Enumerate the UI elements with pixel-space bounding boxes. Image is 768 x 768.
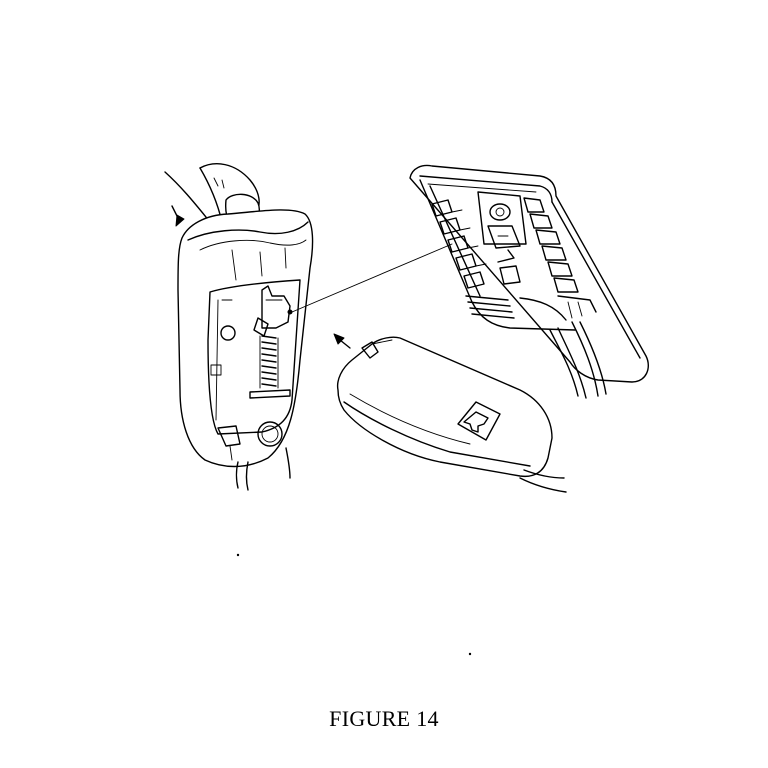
cover-cords <box>519 469 567 493</box>
handset-assembly <box>164 163 314 491</box>
handset-port <box>257 421 283 447</box>
base-latch-plate <box>477 191 527 285</box>
latch-mechanism <box>249 285 293 399</box>
diagonal-arrow <box>333 333 351 349</box>
cover-unit <box>333 333 567 493</box>
base-cords <box>549 321 607 399</box>
down-arrow <box>171 205 185 227</box>
home-icon-badge <box>457 401 501 441</box>
figure-caption: FIGURE 14 <box>329 706 439 731</box>
base-shell <box>409 164 650 383</box>
spring <box>261 335 277 387</box>
handset-screw-hole <box>220 325 236 341</box>
handset-inner-panel <box>207 279 301 435</box>
leader-line <box>291 243 453 313</box>
scan-speck <box>236 553 240 557</box>
scan-speck <box>468 652 472 656</box>
base-contacts-right <box>523 197 579 293</box>
base-unit <box>409 164 650 399</box>
handset-body <box>177 209 314 468</box>
base-contacts-left <box>431 199 515 319</box>
